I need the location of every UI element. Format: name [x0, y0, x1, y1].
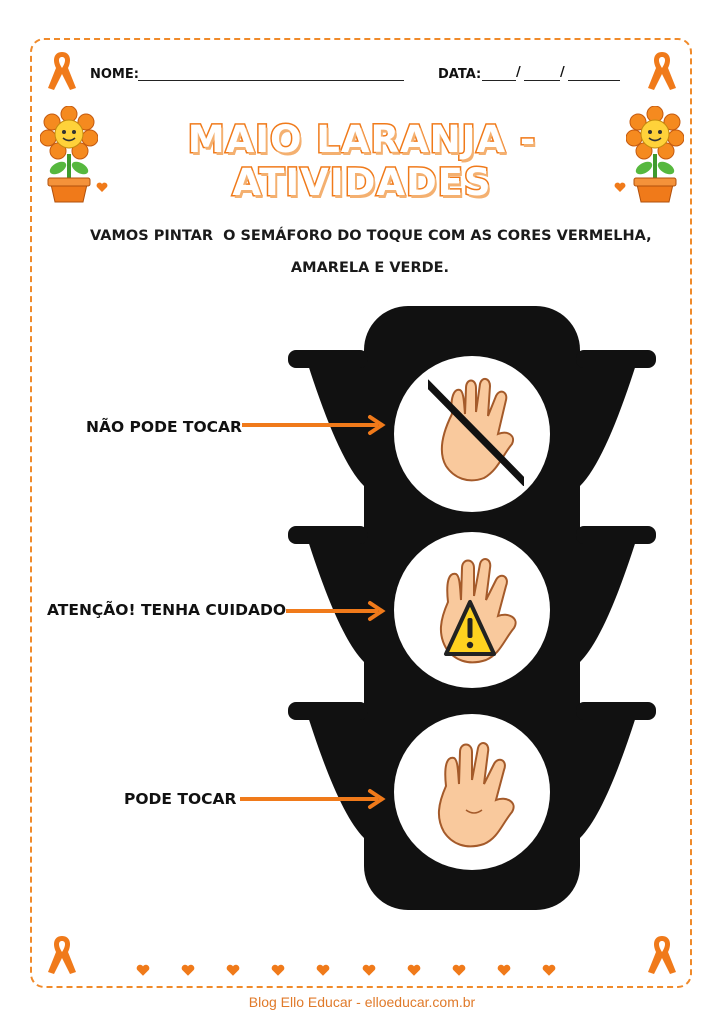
heart-icon: [542, 964, 556, 976]
page-title: MAIO LARANJA - ATIVIDADES: [186, 117, 537, 206]
instructions-line-2: AMARELA E VERDE.: [290, 260, 450, 276]
flower-pot-icon: [40, 106, 98, 203]
date-label: DATA:: [438, 67, 482, 82]
label-nao-pode-tocar: NÃO PODE TOCAR: [86, 418, 242, 436]
heart-icon: [362, 964, 375, 976]
date-separator: /: [560, 65, 565, 80]
heart-icon: [136, 964, 150, 976]
footer-credit: Blog Ello Educar - elloeducar.com.br: [248, 994, 476, 1010]
orange-ribbon-icon: [648, 936, 676, 974]
orange-ribbon-icon: [648, 52, 676, 90]
label-pode-tocar: PODE TOCAR: [124, 790, 237, 808]
date-day-field[interactable]: [482, 80, 516, 81]
heart-icon: [96, 182, 108, 192]
name-label: NOME:: [90, 67, 139, 82]
instructions: VAMOS PINTAR O SEMÁFORO DO TOQUE COM AS …: [90, 220, 652, 284]
open-hand-icon: [438, 742, 515, 848]
date-month-field[interactable]: [524, 80, 560, 81]
heart-icon: [181, 964, 195, 976]
heart-icon: [317, 964, 330, 976]
arrow-icon: [286, 601, 386, 621]
heart-icon: [452, 964, 466, 976]
heart-icon: [614, 182, 626, 192]
arrow-icon: [240, 789, 386, 809]
heart-icon: [407, 964, 420, 976]
orange-ribbon-icon: [48, 52, 76, 90]
heart-icon: [272, 964, 285, 976]
date-separator: /: [516, 65, 521, 80]
name-field[interactable]: [138, 80, 404, 81]
label-atencao: ATENÇÃO! TENHA CUIDADO: [47, 601, 287, 619]
hearts-row: [136, 964, 556, 977]
instructions-line-1: VAMOS PINTAR O SEMÁFORO DO TOQUE COM AS …: [90, 228, 652, 244]
warning-hand-icon: [440, 558, 517, 664]
heart-icon: [226, 964, 240, 976]
flower-pot-icon: [626, 106, 684, 203]
date-year-field[interactable]: [568, 80, 620, 81]
heart-icon: [497, 964, 511, 976]
orange-ribbon-icon: [48, 936, 76, 974]
page-border: [30, 38, 692, 988]
arrow-icon: [242, 415, 386, 435]
no-touch-hand-icon: [428, 378, 524, 486]
